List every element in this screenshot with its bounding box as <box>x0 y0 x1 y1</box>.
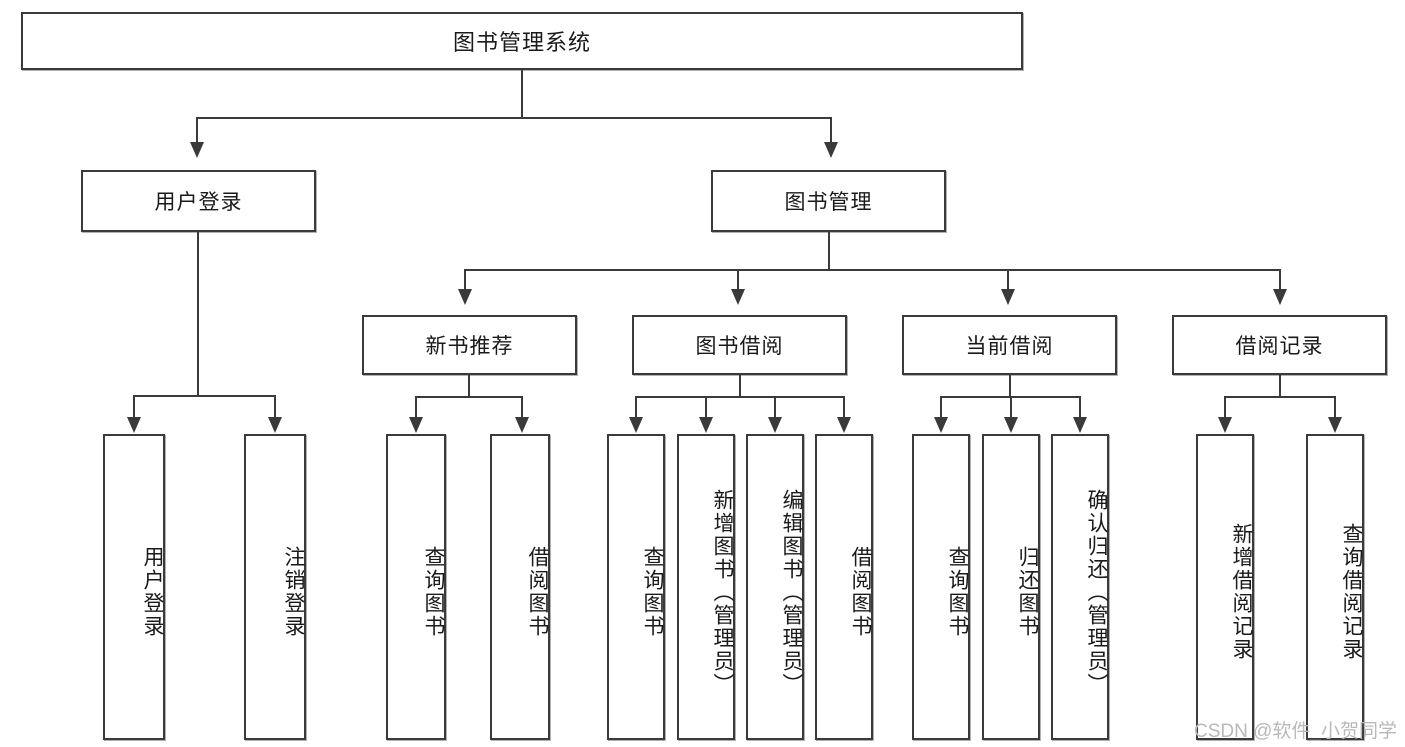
connector-drop-new-book <box>464 269 466 291</box>
arrowhead-leaf-current-borrow-2 <box>1004 417 1018 433</box>
connector-drop-leaf-current-borrow-2 <box>1010 396 1012 418</box>
connector-drop-current-borrow <box>1007 269 1009 291</box>
leaf-book-borrow-add-book-admin[interactable]: 新增图书（管理员） <box>677 434 735 740</box>
connector-drop-leaf-book-borrow-1 <box>635 396 637 418</box>
connector-drop-leaf-current-borrow-3 <box>1079 396 1081 418</box>
connector-drop-leaf-book-borrow-3 <box>774 396 776 418</box>
node-label: 编辑图书（管理员） <box>780 488 803 696</box>
arrowhead-leaf-book-borrow-1 <box>629 417 643 433</box>
connector-drop-borrow-record <box>1279 269 1281 291</box>
leaf-new-book-query-book[interactable]: 查询图书 <box>386 434 446 740</box>
node-label: 新书推荐 <box>425 335 514 358</box>
arrowhead-leaf-book-borrow-2 <box>699 417 713 433</box>
connector-borrow-record-stem <box>1279 375 1281 397</box>
arrowhead-leaf-borrow-record-1 <box>1218 417 1232 433</box>
connector-drop-leaf-book-borrow-2 <box>705 396 707 418</box>
arrowhead-leaf-new-book-1 <box>409 417 423 433</box>
node-label: 确认归还（管理员） <box>1085 488 1108 696</box>
node-label: 图书管理系统 <box>452 30 591 55</box>
leaf-book-borrow-edit-book-admin[interactable]: 编辑图书（管理员） <box>746 434 804 740</box>
connector-book-borrow-stem <box>739 375 741 397</box>
node-label: 借阅记录 <box>1235 335 1324 358</box>
node-label: 图书借阅 <box>695 335 784 358</box>
connector-drop-leaf-current-borrow-1 <box>940 396 942 418</box>
node-label: 借阅图书 <box>526 546 549 638</box>
connector-drop-leaf-borrow-record-1 <box>1224 396 1226 418</box>
node-label: 当前借阅 <box>965 335 1054 358</box>
connector-drop-leaf-book-borrow-4 <box>843 396 845 418</box>
node-label: 查询图书 <box>641 546 664 638</box>
connector-drop-user-login <box>196 117 198 145</box>
leaf-current-borrow-confirm-return-admin[interactable]: 确认归还（管理员） <box>1051 434 1109 740</box>
node-label: 图书管理 <box>784 191 873 214</box>
leaf-book-borrow-borrow-book[interactable]: 借阅图书 <box>815 434 873 740</box>
leaf-borrow-record-query-record[interactable]: 查询借阅记录 <box>1306 434 1364 740</box>
connector-user-login-bus <box>133 395 276 397</box>
arrowhead-leaf-book-borrow-3 <box>768 417 782 433</box>
node-label: 新增图书（管理员） <box>711 488 734 696</box>
node-book-borrow[interactable]: 图书借阅 <box>632 315 847 375</box>
arrowhead-new-book <box>458 289 472 305</box>
arrowhead-current-borrow <box>1001 289 1015 305</box>
node-label: 查询图书 <box>946 546 969 638</box>
connector-root-stem <box>521 70 523 118</box>
connector-new-book-bus <box>415 396 523 398</box>
leaf-book-borrow-query-book[interactable]: 查询图书 <box>607 434 665 740</box>
arrowhead-leaf-borrow-record-2 <box>1328 417 1342 433</box>
arrowhead-leaf-current-borrow-1 <box>934 417 948 433</box>
leaf-borrow-record-add-record[interactable]: 新增借阅记录 <box>1196 434 1254 740</box>
node-label: 注销登录 <box>282 546 305 638</box>
node-label: 查询图书 <box>422 546 445 638</box>
connector-drop-leaf-new-book-2 <box>521 396 523 418</box>
arrowhead-leaf-user-login-2 <box>268 417 282 433</box>
node-label: 查询借阅记录 <box>1340 523 1363 661</box>
arrowhead-leaf-book-borrow-4 <box>837 417 851 433</box>
leaf-new-book-borrow-book[interactable]: 借阅图书 <box>490 434 550 740</box>
node-book-management[interactable]: 图书管理 <box>711 170 946 232</box>
connector-level3-bus <box>464 269 1281 271</box>
node-label: 归还图书 <box>1016 546 1039 638</box>
node-borrow-record[interactable]: 借阅记录 <box>1172 315 1387 375</box>
connector-borrow-record-bus <box>1224 396 1336 398</box>
node-label: 借阅图书 <box>849 546 872 638</box>
node-label: 用户登录 <box>141 546 164 638</box>
arrowhead-leaf-user-login-1 <box>127 417 141 433</box>
node-current-borrow[interactable]: 当前借阅 <box>902 315 1117 375</box>
arrowhead-leaf-current-borrow-3 <box>1073 417 1087 433</box>
leaf-current-borrow-return-book[interactable]: 归还图书 <box>982 434 1040 740</box>
connector-drop-leaf-user-login-1 <box>133 395 135 419</box>
leaf-current-borrow-query-book[interactable]: 查询图书 <box>912 434 970 740</box>
arrowhead-borrow-record <box>1273 289 1287 305</box>
arrowhead-leaf-new-book-2 <box>515 417 529 433</box>
node-new-book-recommend[interactable]: 新书推荐 <box>362 315 577 375</box>
arrowhead-book-borrow <box>731 289 745 305</box>
connector-drop-leaf-user-login-2 <box>274 395 276 419</box>
arrowhead-book-management <box>824 142 838 158</box>
connector-level2-bus <box>196 117 832 119</box>
connector-drop-leaf-new-book-1 <box>415 396 417 418</box>
connector-drop-book-borrow <box>737 269 739 291</box>
leaf-user-login-login[interactable]: 用户登录 <box>103 434 165 740</box>
node-user-login[interactable]: 用户登录 <box>81 170 316 232</box>
connector-new-book-stem <box>468 375 470 397</box>
leaf-user-login-logout[interactable]: 注销登录 <box>244 434 306 740</box>
connector-user-login-stem <box>197 232 199 396</box>
node-label: 用户登录 <box>154 191 243 214</box>
connector-current-borrow-stem <box>1009 375 1011 397</box>
node-root-book-management-system[interactable]: 图书管理系统 <box>21 12 1023 70</box>
connector-drop-book-management <box>830 117 832 145</box>
connector-book-management-stem <box>828 232 830 270</box>
connector-drop-leaf-borrow-record-2 <box>1334 396 1336 418</box>
arrowhead-user-login <box>190 142 204 158</box>
node-label: 新增借阅记录 <box>1230 523 1253 661</box>
connector-book-borrow-bus <box>635 396 844 398</box>
